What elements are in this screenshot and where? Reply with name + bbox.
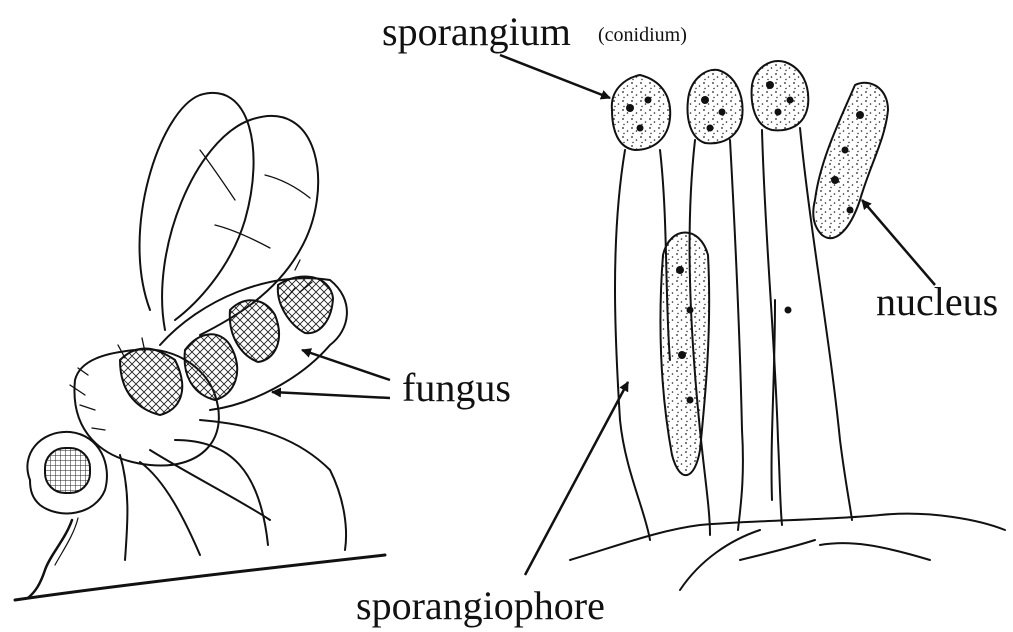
leg-1 xyxy=(120,455,127,560)
hyphae xyxy=(570,514,1005,560)
fungus-band-3 xyxy=(230,300,279,362)
label-sporangium: sporangium xyxy=(382,12,571,52)
label-conidium: (conidium) xyxy=(598,25,687,45)
arrow-sporangium xyxy=(500,55,610,98)
label-nucleus: nucleus xyxy=(876,282,998,322)
fungus-band-4 xyxy=(278,276,333,333)
label-fungus: fungus xyxy=(402,368,511,408)
sporangium-3 xyxy=(752,61,809,130)
arrow-fungus-1 xyxy=(302,350,390,380)
label-sporangiophore: sporangiophore xyxy=(356,586,605,626)
compound-eye xyxy=(45,448,90,493)
arrow-nucleus xyxy=(862,200,935,285)
fungus-illustration xyxy=(570,61,1005,590)
ground-line xyxy=(15,555,385,600)
leg-2 xyxy=(140,462,200,555)
sporangium-2 xyxy=(688,70,743,144)
arrow-fungus-2 xyxy=(272,392,390,398)
fungus-band-2 xyxy=(185,334,238,400)
sporangium-4 xyxy=(813,83,888,238)
sporangium-1 xyxy=(612,75,670,150)
leg-4 xyxy=(200,420,346,550)
fly-illustration xyxy=(15,93,385,600)
sporangiophore-stalk-1 xyxy=(615,150,650,540)
fungus-band-1 xyxy=(120,348,182,415)
